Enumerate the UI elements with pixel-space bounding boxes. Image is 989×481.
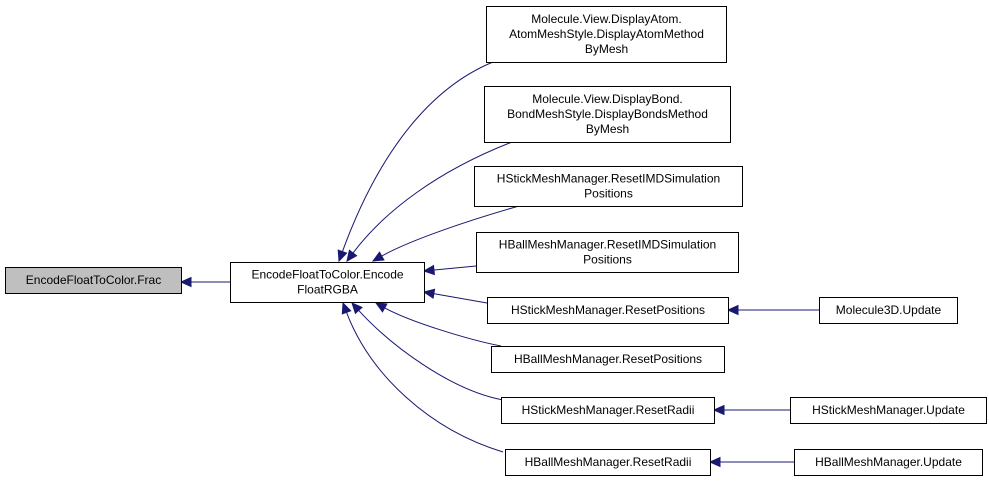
edge-line	[357, 309, 504, 401]
node-label-line: HStickMeshManager.ResetPositions	[511, 303, 705, 317]
node-hball_radii[interactable]: HBallMeshManager.ResetRadii	[505, 449, 711, 476]
edge-hball_imd-to-encode	[422, 264, 477, 276]
edge-line	[341, 61, 494, 253]
node-label-line: EncodeFloatToColor.Encode	[251, 268, 403, 282]
node-hball_pos[interactable]: HBallMeshManager.ResetPositions	[491, 346, 725, 373]
node-box	[476, 232, 739, 273]
node-label-line: HBallMeshManager.ResetPositions	[514, 352, 702, 366]
node-label-line: HBallMeshManager.ResetIMDSimulation	[499, 238, 716, 252]
node-label-line: BondMeshStyle.DisplayBondsMethod	[507, 107, 708, 121]
node-hball_update[interactable]: HBallMeshManager.Update	[794, 449, 983, 476]
node-box	[819, 297, 958, 324]
arrowhead-icon	[341, 301, 352, 315]
edge-hball_update-to-hball_radii	[708, 456, 794, 468]
node-hstick_imd[interactable]: HStickMeshManager.ResetIMDSimulationPosi…	[474, 166, 743, 207]
edge-mol3d_update-to-hstick_pos	[726, 304, 819, 316]
node-box	[230, 262, 425, 303]
edge-hball_pos-to-encode	[374, 302, 502, 347]
edge-line	[432, 265, 477, 271]
arrowhead-icon	[422, 264, 435, 276]
node-hstick_radii[interactable]: HStickMeshManager.ResetRadii	[501, 397, 715, 424]
node-box	[491, 346, 725, 373]
node-label-line: Positions	[583, 253, 632, 267]
arrowhead-icon	[337, 249, 348, 263]
edge-hball_radii-to-encode	[341, 301, 504, 453]
node-label-line: Positions	[584, 187, 633, 201]
edge-encode-to-frac	[179, 276, 230, 288]
node-label-line: Molecule.View.DisplayAtom.	[531, 12, 682, 26]
node-box	[501, 397, 715, 424]
arrowhead-icon	[179, 276, 192, 288]
edge-line	[383, 306, 502, 347]
node-atom[interactable]: Molecule.View.DisplayAtom.AtomMeshStyle.…	[486, 6, 727, 63]
node-hstick_update[interactable]: HStickMeshManager.Update	[790, 397, 987, 424]
edge-hstick_radii-to-encode	[351, 302, 504, 401]
node-box	[505, 449, 711, 476]
node-box	[486, 6, 727, 63]
node-box	[790, 397, 987, 424]
node-bond[interactable]: Molecule.View.DisplayBond.BondMeshStyle.…	[484, 86, 731, 143]
edge-hstick_pos-to-encode	[422, 288, 488, 304]
node-box	[484, 86, 731, 143]
arrowhead-icon	[708, 456, 721, 468]
edge-bond-to-encode	[346, 141, 513, 262]
node-label-line: AtomMeshStyle.DisplayAtomMethod	[509, 27, 704, 41]
node-label-line: EncodeFloatToColor.Frac	[26, 273, 161, 287]
arrowhead-icon	[726, 304, 739, 316]
arrowhead-icon	[346, 249, 358, 262]
node-box	[5, 267, 182, 294]
node-box	[474, 166, 743, 207]
arrowhead-icon	[374, 302, 388, 313]
node-hball_imd[interactable]: HBallMeshManager.ResetIMDSimulationPosit…	[476, 232, 739, 273]
node-label-line: ByMesh	[585, 42, 628, 56]
edge-hstick_imd-to-encode	[371, 205, 520, 262]
node-label-line: HStickMeshManager.ResetIMDSimulation	[497, 172, 720, 186]
edge-line	[345, 311, 504, 453]
arrowhead-icon	[712, 404, 725, 416]
arrowhead-icon	[422, 288, 436, 300]
node-label-line: HStickMeshManager.Update	[812, 403, 965, 417]
edge-line	[351, 141, 513, 255]
nodes-layer: EncodeFloatToColor.Frac EncodeFloatToColo…	[5, 6, 987, 476]
edge-atom-to-encode	[337, 61, 494, 263]
node-label-line: HBallMeshManager.Update	[815, 455, 962, 469]
arrowhead-icon	[371, 251, 385, 262]
node-label-line: Molecule3D.Update	[836, 303, 942, 317]
edges-layer	[179, 61, 819, 468]
edge-hstick_update-to-hstick_radii	[712, 404, 790, 416]
node-label-line: ByMesh	[586, 122, 629, 136]
node-mol3d_update[interactable]: Molecule3D.Update	[819, 297, 958, 324]
node-box	[794, 449, 983, 476]
arrowhead-icon	[351, 302, 363, 315]
node-label-line: HBallMeshManager.ResetRadii	[525, 455, 692, 469]
node-box	[487, 297, 729, 324]
node-label-line: FloatRGBA	[297, 283, 358, 297]
edge-line	[432, 293, 488, 304]
node-label-line: HStickMeshManager.ResetRadii	[522, 403, 695, 417]
node-label-line: Molecule.View.DisplayBond.	[532, 92, 683, 106]
node-frac: EncodeFloatToColor.Frac	[5, 267, 182, 294]
edge-line	[380, 205, 520, 257]
node-hstick_pos[interactable]: HStickMeshManager.ResetPositions	[487, 297, 729, 324]
